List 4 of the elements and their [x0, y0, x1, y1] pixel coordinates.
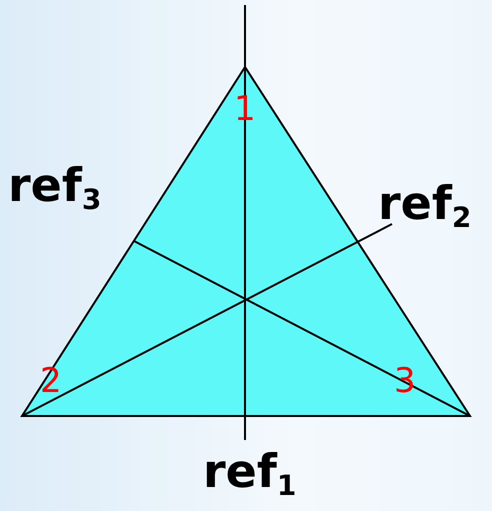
- reflection-label: ref$_{3}$: [8, 162, 102, 214]
- reflection-label: ref$_{1}$: [203, 448, 296, 500]
- vertex-number: 2: [40, 364, 62, 398]
- reflection-label: ref$_{2}$: [378, 180, 472, 232]
